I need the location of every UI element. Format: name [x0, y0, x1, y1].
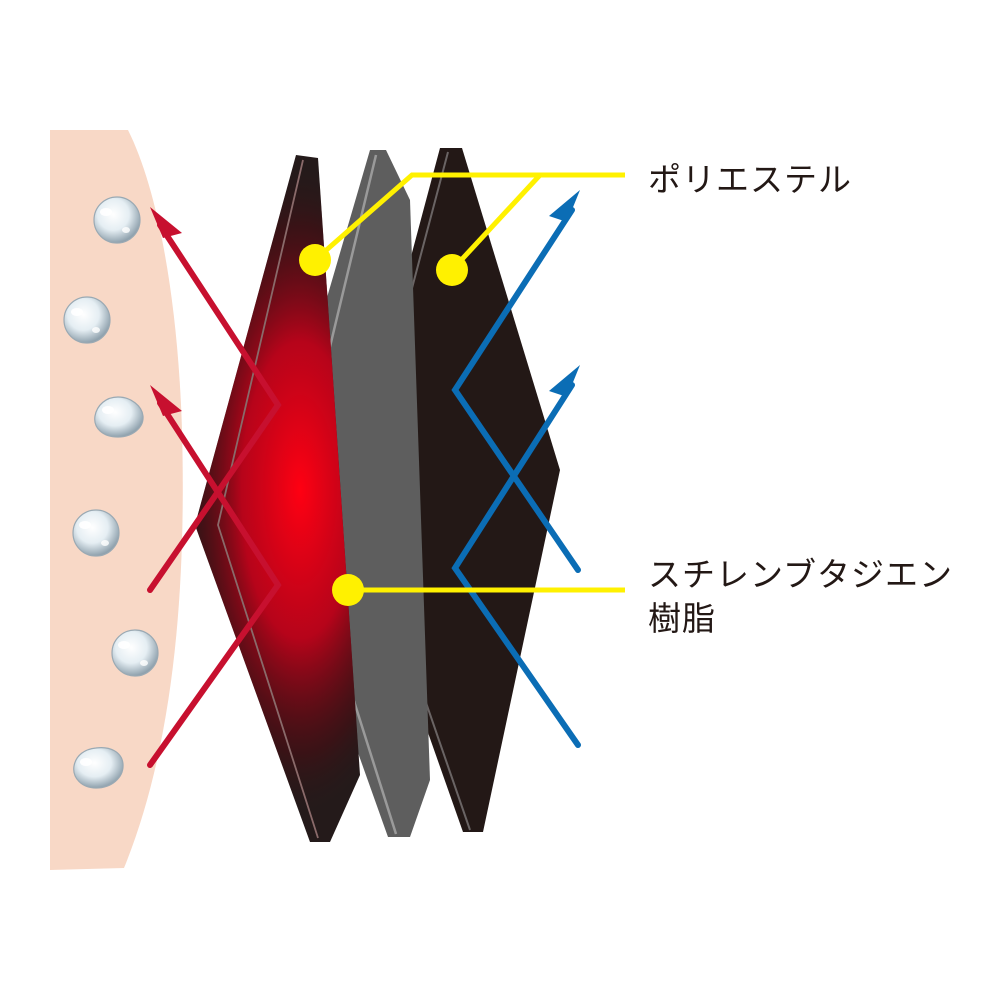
water-droplet-icon [94, 396, 144, 438]
sbr-resin-label-line2: 樹脂 [648, 599, 716, 638]
polyester-leader [299, 172, 625, 286]
cold-arrow-icon [451, 190, 581, 573]
heat-arrow-icon [147, 207, 282, 593]
cold-arrow-icon [451, 365, 581, 748]
water-droplets [63, 196, 159, 789]
layer-face [268, 150, 430, 837]
cold-arrows [451, 190, 581, 748]
sbr-resin-leader [332, 574, 625, 606]
water-droplet-icon [111, 629, 159, 677]
polyester-label: ポリエステル [648, 160, 852, 199]
heat-arrow-icon [147, 385, 282, 768]
water-droplet-icon [73, 747, 124, 789]
water-droplet-icon [63, 296, 111, 344]
heat-arrows [147, 207, 282, 768]
water-droplet-icon [93, 196, 141, 244]
sbr-resin-label: スチレンブタジエン 樹脂 [648, 553, 953, 641]
water-droplet-icon [72, 509, 120, 557]
sbr-resin-label-line1: スチレンブタジエン [648, 555, 954, 594]
